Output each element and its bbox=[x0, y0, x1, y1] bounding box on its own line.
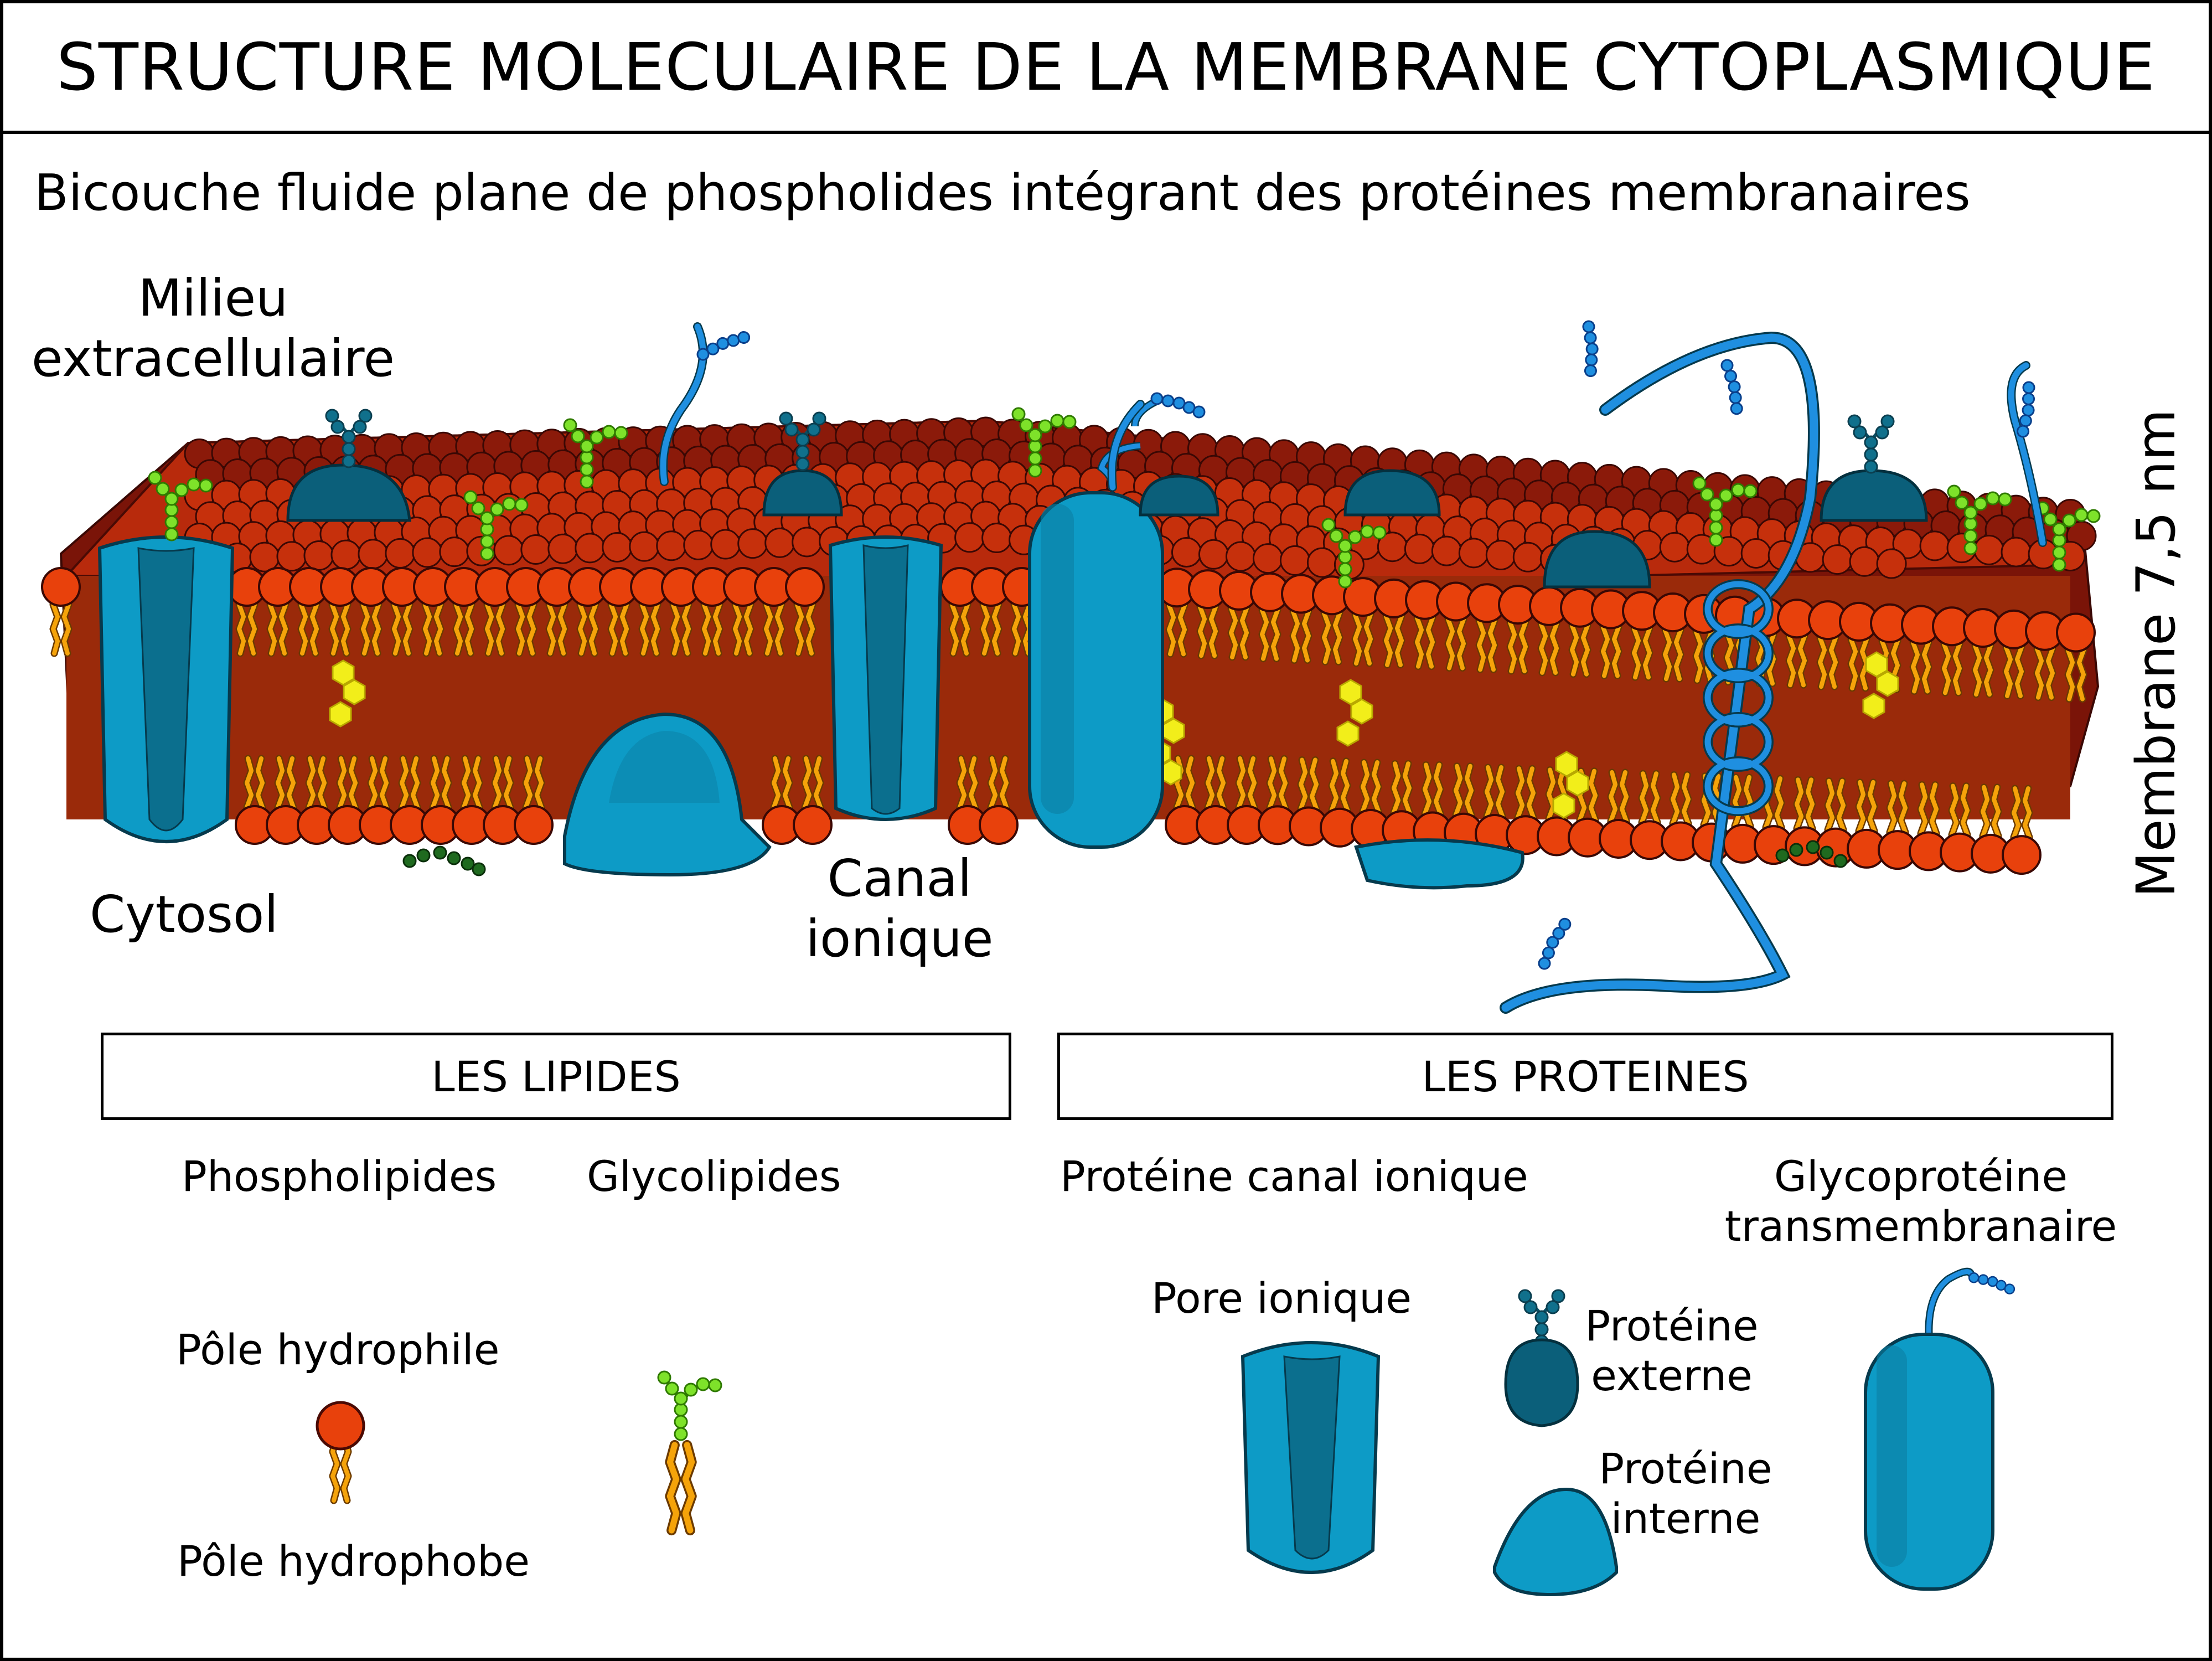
far-lipid-head bbox=[764, 527, 795, 558]
far-lipid-head bbox=[1252, 543, 1283, 574]
legend-glycolipids-label: Glycolipides bbox=[587, 1152, 841, 1201]
membrane-thickness-label: Membrane 7,5 nm bbox=[2125, 409, 2187, 898]
far-lipid-head bbox=[792, 527, 823, 558]
far-lipid-head bbox=[1822, 544, 1853, 575]
far-lipid-head bbox=[710, 529, 741, 560]
internal-protein bbox=[563, 712, 772, 877]
far-lipid-head bbox=[547, 533, 578, 564]
far-lipid-head bbox=[981, 523, 1012, 554]
far-lipid-head bbox=[520, 534, 551, 565]
subtitle: Bicouche fluide plane de phospholides in… bbox=[34, 164, 1971, 222]
far-lipid-head bbox=[656, 530, 687, 561]
far-lipid-head bbox=[683, 529, 714, 560]
lipid-head bbox=[41, 567, 81, 607]
legend-internal-protein-label: Protéine interne bbox=[1599, 1444, 1772, 1543]
phospholipid-heads-top bbox=[41, 567, 2096, 653]
far-lipid-head bbox=[493, 535, 524, 566]
legend-glycolipid bbox=[658, 1371, 721, 1530]
page-title: STRUCTURE MOLECULAIRE DE LA MEMBRANE CYT… bbox=[56, 29, 2156, 105]
far-lipid-head bbox=[1404, 533, 1435, 564]
label-cytosol: Cytosol bbox=[90, 885, 278, 944]
far-lipid-head bbox=[1919, 530, 1950, 561]
legend-hydrophilic-label: Pôle hydrophile bbox=[176, 1325, 500, 1374]
legend-hydrophobic-label: Pôle hydrophobe bbox=[177, 1536, 530, 1586]
far-lipid-head bbox=[303, 540, 334, 571]
far-lipid-head bbox=[1171, 537, 1202, 568]
legend-internal-protein bbox=[1493, 1487, 1618, 1597]
far-lipid-head bbox=[249, 541, 280, 572]
far-lipid-head bbox=[1225, 541, 1256, 572]
legend-ion-channel-label: Protéine canal ionique bbox=[1060, 1152, 1528, 1201]
far-lipid-head bbox=[385, 538, 416, 569]
ion-channel-protein-left bbox=[97, 535, 235, 843]
proteins-header: LES PROTEINES bbox=[1057, 1033, 2113, 1120]
transmembrane-glycoprotein bbox=[1028, 395, 1164, 849]
far-lipid-head bbox=[1198, 539, 1229, 570]
label-ion-channel: Canal ionique bbox=[805, 849, 994, 968]
far-lipid-head bbox=[1740, 538, 1771, 569]
lipid-head bbox=[979, 805, 1019, 845]
ion-channel-protein-center bbox=[828, 535, 943, 821]
legend-phospholipids-label: Phospholipides bbox=[182, 1152, 497, 1201]
far-lipid-head bbox=[1659, 532, 1690, 563]
lipids-header: LES LIPIDES bbox=[101, 1033, 1011, 1120]
glycan-chains bbox=[149, 318, 2100, 1014]
legend-external-protein-label: Protéine externe bbox=[1585, 1301, 1759, 1400]
far-lipid-head bbox=[1876, 548, 1907, 579]
far-lipid-head bbox=[276, 541, 307, 572]
far-lipid-head bbox=[358, 539, 389, 570]
far-lipid-head bbox=[412, 537, 443, 568]
title-bar: STRUCTURE MOLECULAIRE DE LA MEMBRANE CYT… bbox=[0, 0, 2212, 134]
lipid-head bbox=[2002, 835, 2042, 875]
far-lipid-head bbox=[1431, 535, 1462, 566]
far-lipid-head bbox=[1485, 540, 1516, 571]
far-lipid-head bbox=[737, 528, 768, 559]
far-lipid-head bbox=[439, 537, 470, 568]
far-lipid-head bbox=[1458, 538, 1489, 569]
lipid-head bbox=[2056, 612, 2096, 653]
far-lipid-head bbox=[954, 522, 985, 553]
far-lipid-head bbox=[2001, 537, 2032, 568]
far-lipid-head bbox=[1306, 547, 1337, 578]
legend-external-protein bbox=[1504, 1290, 1579, 1427]
far-lipid-head bbox=[1849, 546, 1880, 577]
far-lipid-head bbox=[575, 533, 606, 564]
legend-phospholipid bbox=[316, 1401, 365, 1500]
far-lipid-head bbox=[1279, 545, 1310, 576]
legend-glycoprotein bbox=[1864, 1267, 2015, 1591]
lipid-head bbox=[793, 805, 833, 845]
legend-glycoprotein-label: Glycoprotéine transmembranaire bbox=[1724, 1152, 2117, 1251]
far-lipid-head bbox=[629, 531, 660, 562]
far-lipid-head bbox=[1512, 541, 1543, 572]
far-lipid-head bbox=[602, 532, 633, 563]
label-extracellular: Milieu extracellulaire bbox=[31, 269, 395, 388]
far-lipid-head bbox=[330, 539, 361, 570]
legend-ion-pore-label: Pore ionique bbox=[1151, 1273, 1412, 1323]
lipid-head bbox=[785, 567, 825, 607]
far-lipid-head bbox=[1973, 534, 2004, 565]
internal-protein-right bbox=[1354, 838, 1524, 890]
legend-ion-pore bbox=[1241, 1341, 1381, 1574]
lipid-head bbox=[514, 805, 554, 845]
phospholipid-heads-bottom bbox=[235, 805, 2042, 875]
